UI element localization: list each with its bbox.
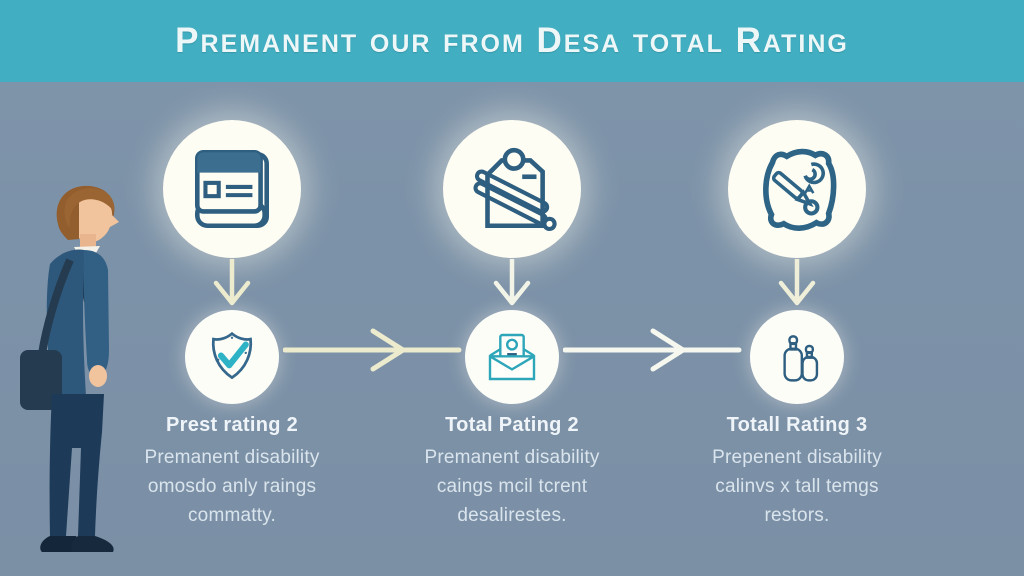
arrow-down-icon bbox=[213, 259, 251, 306]
clipboard-pencil-icon bbox=[473, 147, 557, 232]
step3-line-2: calinvs x tall temgs bbox=[715, 476, 879, 497]
step3-description: Prepenent disability calinvs x tall temg… bbox=[712, 443, 882, 530]
step2-line-2: caings mcil tcrent bbox=[436, 476, 588, 497]
arrow-down-icon bbox=[778, 259, 816, 306]
step2-mid-circle bbox=[465, 310, 559, 404]
step-column-3: Totall Rating 3 Prepenent disability cal… bbox=[667, 120, 927, 530]
envelope-letter-icon bbox=[488, 333, 536, 381]
step3-top-circle bbox=[728, 120, 866, 258]
step2-line-1: Premanent disability bbox=[424, 447, 600, 468]
step2-heading: Total Pating 2 bbox=[445, 414, 579, 436]
certificate-doodle-icon bbox=[763, 148, 837, 231]
step1-line-1: Premanent disability bbox=[144, 447, 320, 468]
two-figures-icon bbox=[783, 335, 819, 382]
step3-line-1: Prepenent disability bbox=[712, 447, 882, 468]
step1-heading: Prest rating 2 bbox=[165, 414, 299, 436]
title-banner: Premanent our from Desa total Rating bbox=[0, 0, 1024, 82]
page-title: Premanent our from Desa total Rating bbox=[175, 21, 849, 60]
shield-check-icon bbox=[211, 331, 253, 380]
step-column-1: Prest rating 2 Premanent disability omos… bbox=[102, 120, 362, 530]
step3-heading: Totall Rating 3 bbox=[726, 414, 868, 436]
arrow-down-icon bbox=[493, 259, 531, 306]
step1-description: Premanent disability omosdo anly raings … bbox=[144, 443, 319, 530]
step3-mid-circle bbox=[750, 310, 844, 404]
step2-description: Premanent disability caings mcil tcrent … bbox=[424, 443, 599, 530]
step2-line-3: desalirestes. bbox=[457, 505, 567, 526]
arrow-right-icon bbox=[563, 328, 742, 372]
businessman-illustration bbox=[20, 185, 119, 552]
step3-line-3: restors. bbox=[764, 505, 830, 526]
step2-top-circle bbox=[443, 120, 581, 258]
step1-line-3: commatty. bbox=[187, 505, 276, 526]
step1-line-2: omosdo anly raings bbox=[147, 476, 317, 497]
book-document-icon bbox=[194, 149, 270, 229]
arrow-right-icon bbox=[283, 328, 462, 372]
step-column-2: Total Pating 2 Premanent disability cain… bbox=[382, 120, 642, 530]
step1-mid-circle bbox=[185, 310, 279, 404]
step1-top-circle bbox=[163, 120, 301, 258]
